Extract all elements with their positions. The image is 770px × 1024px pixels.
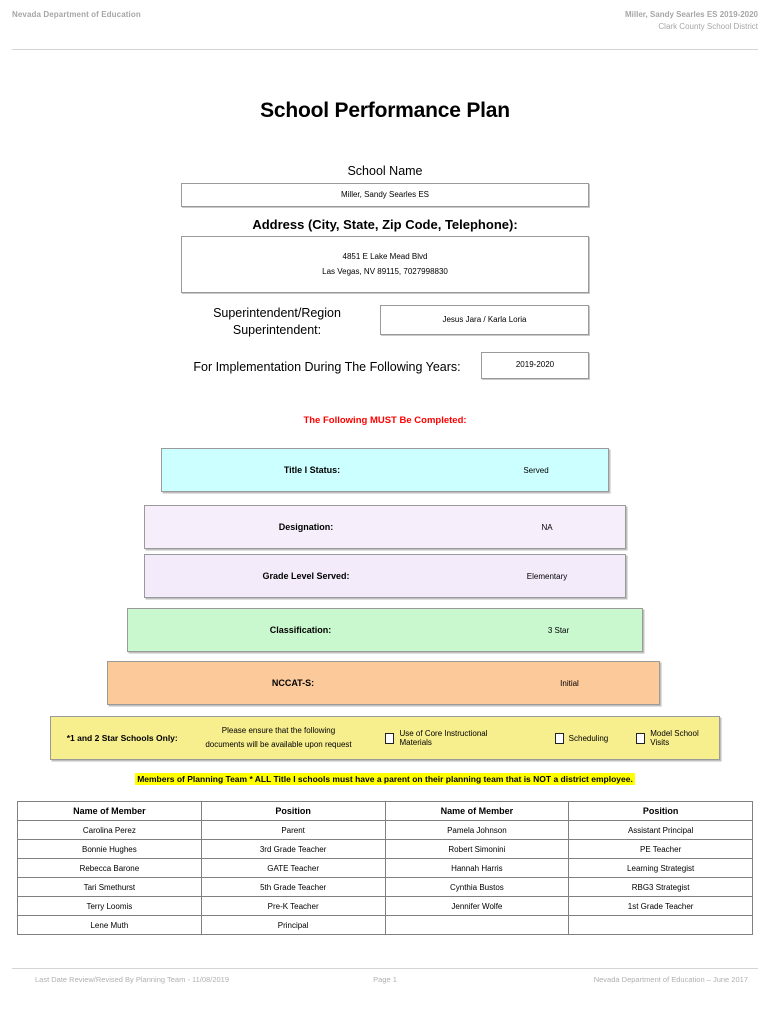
- checkbox-core-instructional-materials-label: Use of Core Instructional Materials: [399, 729, 488, 747]
- column-header-position-2: Position: [568, 801, 753, 821]
- star-schools-note-line-1: Please ensure that the following: [221, 726, 336, 736]
- table-cell-name[interactable]: Pamela Johnson: [384, 820, 570, 840]
- table-cell-name[interactable]: Bonnie Hughes: [17, 839, 202, 859]
- checkbox-scheduling-label: Scheduling: [568, 733, 609, 743]
- table-cell-position[interactable]: Assistant Principal: [568, 820, 753, 840]
- footer-page-number: Page 1: [373, 975, 397, 984]
- status-bar-designation[interactable]: Designation: NA: [144, 505, 626, 549]
- school-name-label: School Name: [347, 164, 423, 178]
- school-name-field[interactable]: Miller, Sandy Searles ES: [181, 183, 589, 207]
- table-cell-name[interactable]: Rebecca Barone: [17, 858, 202, 878]
- header-school-year: Miller, Sandy Searles ES 2019-2020: [625, 10, 758, 19]
- header-school-info: Miller, Sandy Searles ES 2019-2020 Clark…: [625, 10, 758, 31]
- star-schools-note-line-2: documents will be available upon request: [205, 740, 352, 749]
- superintendent-field[interactable]: Jesus Jara / Karla Loria: [380, 305, 589, 335]
- header-district: Clark County School District: [658, 22, 758, 31]
- planning-team-table: Name of Member Position Name of Member P…: [17, 801, 753, 935]
- table-cell-name[interactable]: Terry Loomis: [17, 896, 202, 916]
- planning-team-banner: Members of Planning Team * ALL Title I s…: [0, 769, 770, 787]
- table-cell-position[interactable]: Learning Strategist: [568, 858, 753, 878]
- address-lines: 4851 E Lake Mead Blvd Las Vegas, NV 8911…: [182, 250, 588, 280]
- checkbox-icon[interactable]: [385, 732, 395, 744]
- header-divider: [12, 49, 758, 50]
- footer-last-review-date: Last Date Review/Revised By Planning Tea…: [35, 975, 230, 984]
- table-cell-name[interactable]: Lene Muth: [17, 915, 202, 935]
- star-schools-note: Please ensure that the following documen…: [189, 724, 367, 751]
- column-header-position-1: Position: [200, 801, 386, 821]
- table-cell-name[interactable]: Carolina Perez: [17, 820, 202, 840]
- checkbox-icon[interactable]: [636, 732, 646, 744]
- checkbox-icon[interactable]: [554, 732, 564, 744]
- table-cell-position[interactable]: 3rd Grade Teacher: [200, 839, 386, 859]
- footer-source: Nevada Department of Education – June 20…: [593, 975, 748, 984]
- table-cell-name[interactable]: Jennifer Wolfe: [384, 896, 570, 916]
- status-bar-classification[interactable]: Classification: 3 Star: [127, 608, 643, 652]
- star-schools-label: *1 and 2 Star Schools Only:: [66, 733, 178, 743]
- page-header: Nevada Department of Education Miller, S…: [12, 10, 758, 52]
- implementation-years-label: For Implementation During The Following …: [193, 360, 461, 374]
- star-schools-row: *1 and 2 Star Schools Only: Please ensur…: [50, 716, 720, 760]
- checkbox-core-instructional-materials[interactable]: Use of Core Instructional Materials: [385, 729, 520, 747]
- table-cell-name[interactable]: Cynthia Bustos: [384, 877, 570, 897]
- school-name-value: Miller, Sandy Searles ES: [340, 189, 430, 199]
- table-header-row: Name of Member Position Name of Member P…: [17, 801, 753, 821]
- address-line-2: Las Vegas, NV 89115, 7027998830: [322, 266, 448, 276]
- checkbox-model-school-visits[interactable]: Model School Visits: [636, 729, 719, 747]
- planning-team-banner-text: Members of Planning Team * ALL Title I s…: [135, 773, 635, 785]
- table-cell-position[interactable]: 5th Grade Teacher: [200, 877, 386, 897]
- status-bar-title-i[interactable]: Title I Status: Served: [161, 448, 609, 492]
- status-bar-nccat-s[interactable]: NCCAT-S: Initial: [107, 661, 660, 705]
- status-bar-grade-level-label: Grade Level Served:: [262, 571, 350, 581]
- table-cell-name[interactable]: Tari Smethurst: [17, 877, 202, 897]
- table-cell-position[interactable]: [568, 915, 753, 935]
- table-cell-position[interactable]: Parent: [200, 820, 386, 840]
- table-cell-position[interactable]: GATE Teacher: [200, 858, 386, 878]
- must-complete-notice: The Following MUST Be Completed:: [303, 415, 467, 426]
- status-bar-nccat-s-label: NCCAT-S:: [271, 678, 315, 688]
- table-cell-position[interactable]: Pre-K Teacher: [200, 896, 386, 916]
- address-line-1: 4851 E Lake Mead Blvd: [342, 251, 428, 261]
- implementation-years-value: 2019-2020: [515, 360, 555, 370]
- status-bar-designation-label: Designation:: [278, 522, 334, 532]
- table-cell-position[interactable]: Principal: [200, 915, 386, 935]
- footer-divider: [12, 968, 758, 969]
- status-bar-designation-value: NA: [541, 522, 553, 532]
- table-cell-position[interactable]: 1st Grade Teacher: [568, 896, 753, 916]
- page-title: School Performance Plan: [260, 99, 510, 122]
- table-cell-position[interactable]: PE Teacher: [568, 839, 753, 859]
- header-agency-name: Nevada Department of Education: [12, 10, 141, 19]
- status-bar-classification-value: 3 Star: [547, 625, 570, 635]
- address-field[interactable]: 4851 E Lake Mead Blvd Las Vegas, NV 8911…: [181, 236, 589, 293]
- table-cell-position[interactable]: RBG3 Strategist: [568, 877, 753, 897]
- table-cell-name[interactable]: [384, 915, 570, 935]
- column-header-name-1: Name of Member: [17, 801, 202, 821]
- page-footer: Last Date Review/Revised By Planning Tea…: [12, 975, 758, 991]
- column-header-name-2: Name of Member: [384, 801, 570, 821]
- status-bar-grade-level-value: Elementary: [526, 571, 568, 581]
- superintendent-value: Jesus Jara / Karla Loria: [442, 314, 527, 324]
- status-bar-classification-label: Classification:: [269, 625, 332, 635]
- superintendent-label: Superintendent/Region Superintendent:: [213, 306, 341, 337]
- checkbox-model-school-visits-label: Model School Visits: [650, 729, 699, 747]
- table-cell-name[interactable]: Hannah Harris: [384, 858, 570, 878]
- status-bar-title-i-value: Served: [523, 465, 549, 475]
- status-bar-nccat-s-value: Initial: [560, 678, 579, 688]
- status-bar-grade-level[interactable]: Grade Level Served: Elementary: [144, 554, 626, 598]
- address-label: Address (City, State, Zip Code, Telephon…: [252, 217, 518, 232]
- implementation-years-field[interactable]: 2019-2020: [481, 352, 589, 379]
- status-bar-title-i-label: Title I Status:: [283, 465, 341, 475]
- checkbox-scheduling[interactable]: Scheduling: [554, 732, 609, 744]
- table-cell-name[interactable]: Robert Simonini: [384, 839, 570, 859]
